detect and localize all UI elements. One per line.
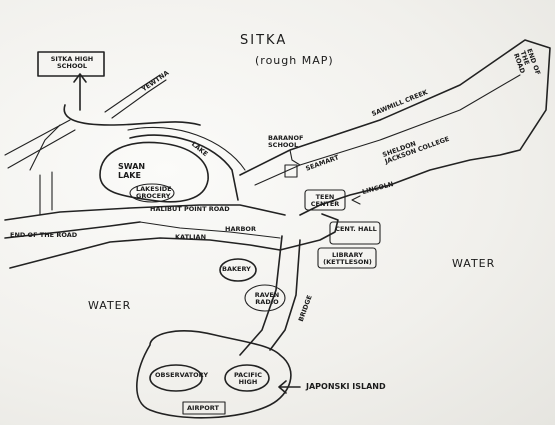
lincoln-arrow [351,195,361,205]
raven-radio-box [244,284,286,312]
bridge-east [269,239,301,351]
map-subtitle: (rough MAP) [255,54,334,67]
map-title: SITKA [240,33,288,48]
observatory-box [149,364,203,392]
high-school-box [37,51,105,77]
label-japonski: JAPONSKI ISLAND [306,382,386,391]
japonski-arrow [278,380,301,394]
road-to-high-school [63,104,201,126]
label-centennial: CENT. HALL [335,225,377,233]
baranof-building [284,164,298,178]
centennial-box [329,221,381,245]
upper-left-road-b [7,129,76,169]
lakeside-box [129,183,175,203]
katlian-road [9,237,281,269]
halibut-point-road-top [4,204,286,221]
label-swan-lake: SWAN LAKE [118,162,146,180]
halibut-point-road-bottom [4,221,141,239]
downtown-shoreline [279,213,339,251]
label-end-left: END OF THE ROAD [10,231,78,239]
harbor-road [139,221,281,239]
label-water-left: WATER [88,299,132,312]
bakery-box [219,258,257,282]
label-raven: RAVEN RADIO [254,291,280,306]
label-harbor: HARBOR [225,225,256,233]
japonski-island-outline [136,330,292,419]
sawmill-pavement-edge [289,149,301,166]
label-high-school: SITKA HIGH SCHOOL [50,55,94,70]
teen-center-box [304,189,346,211]
high-school-arrow [73,73,87,111]
sawmill-creek-road-inner [254,74,521,186]
label-halibut: HALIBUT POINT ROAD [150,205,230,213]
swan-lake-outline [99,141,209,203]
label-bakery: BAKERY [222,265,251,273]
label-baranof: BARANOF SCHOOL [268,134,304,149]
library-box [317,247,377,269]
lake-street-inner [127,126,246,171]
label-water-right: WATER [452,257,496,270]
label-katlian: KATLIAN [175,233,207,241]
label-pacific-high: PACIFIC HIGH [233,371,262,386]
lake-street [129,134,239,201]
yewtna-road [104,74,161,113]
label-teen-center: TEEN CENTER [310,193,340,208]
yewtna-road-b [111,79,167,119]
pacific-high-box [224,364,270,392]
sawmill-creek-road [239,39,551,216]
label-lakeside: LAKESIDE GROCERY [136,185,172,200]
label-library: LIBRARY (KETTLESON) [323,251,372,266]
label-airport: AIRPORT [187,404,219,412]
airport-box [182,401,226,415]
upper-left-road-c [29,124,61,171]
label-observatory: OBSERVATORY [155,371,209,379]
